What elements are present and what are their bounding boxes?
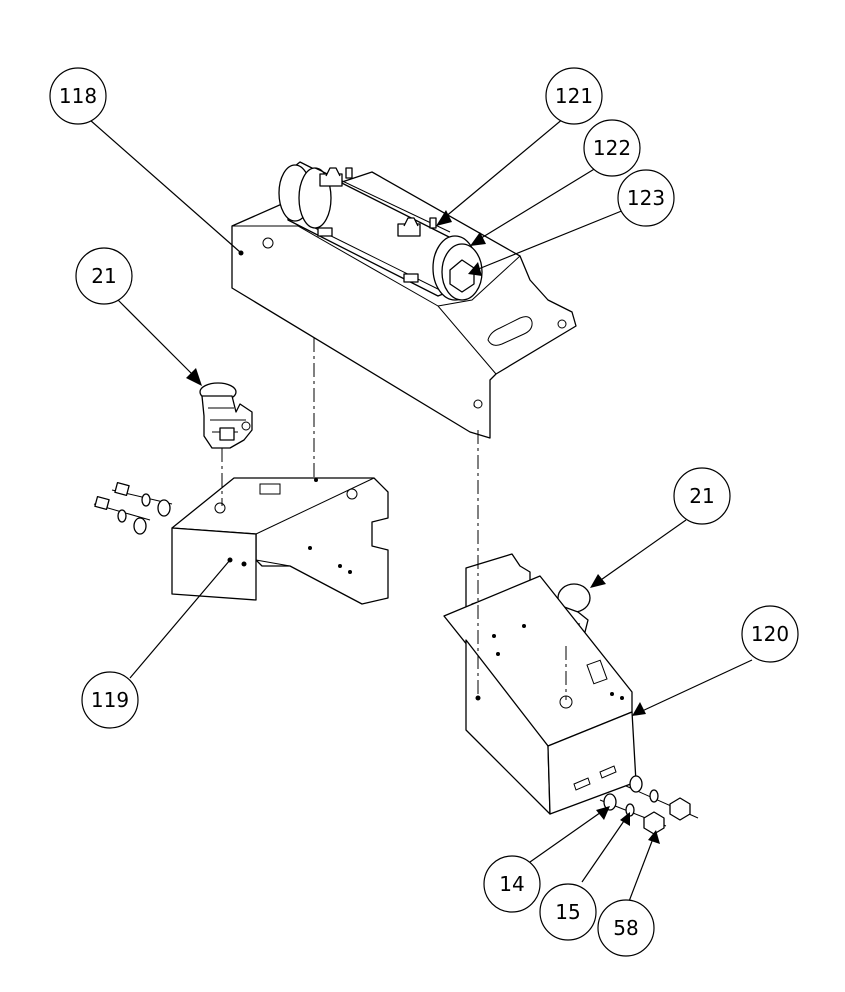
top-bracket-118: [231, 171, 577, 439]
left-hardware: [93, 481, 173, 535]
callout-21-right: 21: [673, 467, 731, 525]
callout-119: 119: [81, 671, 139, 729]
callout-122: 122: [583, 119, 641, 177]
callout-label-15: 15: [555, 900, 580, 924]
callout-label-58: 58: [613, 916, 638, 940]
callout-label-121: 121: [555, 84, 593, 108]
callout-label-21-left: 21: [91, 264, 116, 288]
callout-label-21-right: 21: [689, 484, 714, 508]
callout-21-left: 21: [75, 247, 133, 305]
callout-label-122: 122: [593, 136, 631, 160]
callout-label-118: 118: [59, 84, 97, 108]
right-hardware: [599, 775, 699, 835]
leader-lines: [89, 117, 753, 905]
callout-label-119: 119: [91, 688, 129, 712]
push-button-left-21: [199, 382, 253, 449]
fuse-holder-assembly: [278, 161, 483, 301]
callout-label-14: 14: [499, 872, 524, 896]
callout-123: 123: [617, 169, 675, 227]
left-bracket-119: [171, 477, 389, 605]
callout-58: 58: [597, 899, 655, 957]
callout-120: 120: [741, 605, 799, 663]
alignment-lines: [221, 338, 567, 700]
right-bracket-120: [443, 553, 637, 815]
callout-15: 15: [539, 883, 597, 941]
callout-label-123: 123: [627, 186, 665, 210]
callout-14: 14: [483, 855, 541, 913]
callout-label-120: 120: [751, 622, 789, 646]
callout-118: 118: [49, 67, 107, 125]
callout-121: 121: [545, 67, 603, 125]
